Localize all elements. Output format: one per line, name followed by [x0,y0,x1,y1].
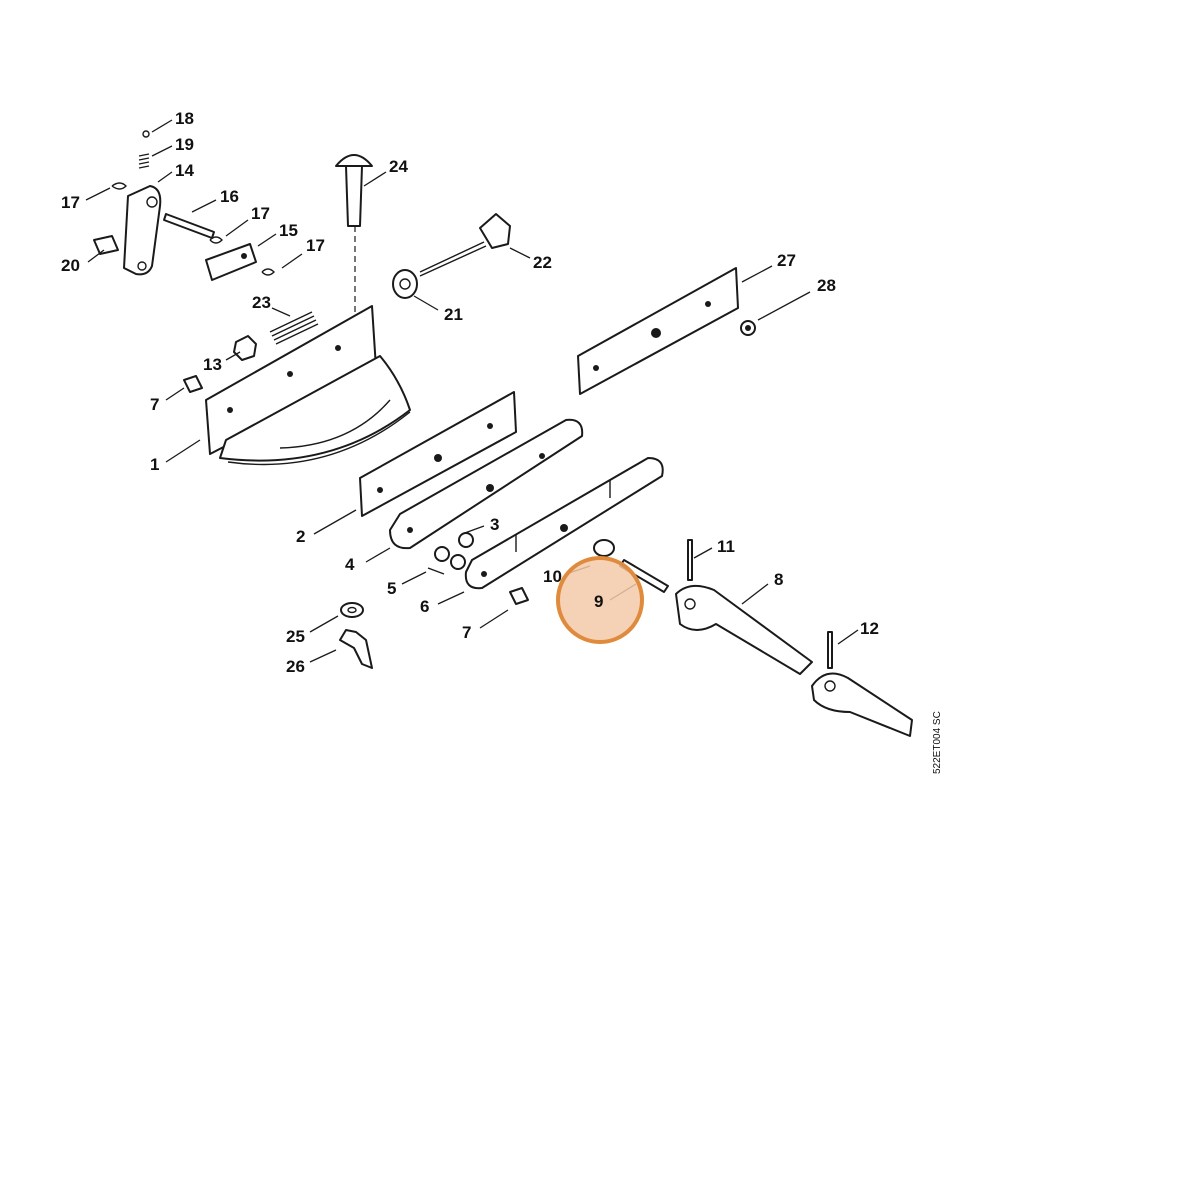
callout-10: 10 [543,567,562,586]
callout-28: 28 [817,276,836,295]
part-1-miter-body [205,305,411,466]
part-3-washers [434,532,474,562]
part-17-clip-c [261,268,275,276]
callout-11: 11 [717,537,735,556]
callout-19: 19 [175,135,194,154]
part-10-washer [593,539,615,557]
part-21-nut [392,269,418,299]
part-24-bolt [335,154,373,330]
part-23-spring [269,311,319,345]
part-6-guide-bar [464,457,664,590]
callout-23: 23 [252,293,271,312]
callout-15: 15 [279,221,298,240]
part-2-plate [359,391,517,517]
callout-7-lower: 7 [462,623,471,642]
callout-20: 20 [61,256,80,275]
part-7-screw-lower [509,587,529,605]
callout-6: 6 [420,597,429,616]
part-4-bar [389,418,584,550]
part-12-lever [811,631,913,737]
part-16-shaft [163,213,215,239]
part-17-clip-b [209,236,223,244]
part-11-pin [687,539,693,581]
part-18-pin [142,130,150,138]
highlight-circle-part-9[interactable] [556,556,644,644]
callout-17-middle: 17 [251,204,270,223]
callout-5: 5 [387,579,396,598]
callout-17-right: 17 [306,236,325,255]
part-17-clip-a [111,182,127,190]
callout-3: 3 [490,515,499,534]
callout-16: 16 [220,187,239,206]
callout-21: 21 [444,305,463,324]
part-14-lever [123,185,162,276]
part-27-plate [577,267,739,395]
part-5-washer [427,554,466,575]
callout-14: 14 [175,161,194,180]
callout-12: 12 [860,619,879,638]
callout-13: 13 [203,355,222,374]
part-28-washer [740,320,756,336]
callout-2: 2 [296,527,305,546]
part-26-wing-nut [339,629,373,669]
callout-4: 4 [345,555,355,574]
callout-7-upper: 7 [150,395,159,414]
part-25-washer [340,602,364,618]
callout-18: 18 [175,109,194,128]
callout-22: 22 [533,253,552,272]
callout-17-left: 17 [61,193,80,212]
callout-1: 1 [150,455,159,474]
drawing-code: 522ET004 SC [932,711,943,774]
part-15-block [205,243,257,281]
callout-27: 27 [777,251,796,270]
part-22-knob-rod [419,213,511,277]
callout-9: 9 [594,592,603,611]
callout-26: 26 [286,657,305,676]
callout-24: 24 [389,157,408,176]
part-19-spring [138,153,150,169]
part-7-screw-upper [183,375,203,393]
callout-25: 25 [286,627,305,646]
callout-labels: 18 19 14 17 16 17 15 17 20 24 22 21 23 1… [61,109,879,676]
part-8-clamp-lever [675,584,813,675]
callout-8: 8 [774,570,783,589]
part-13-nut [233,335,257,361]
part-20-screw [93,235,119,255]
